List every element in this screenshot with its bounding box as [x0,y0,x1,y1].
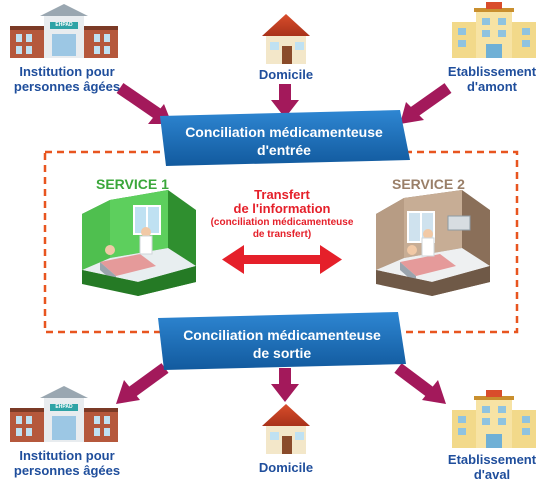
ehpad-building-bottom-illustration [10,386,118,442]
transfer-sub-line2: de transfert) [252,229,312,240]
upstream-building-illustration [452,2,536,58]
ehpad-sign-top: EHPAD [55,22,73,28]
arrow-exit-to-ehpad [116,363,169,404]
entry-banner-line1: Conciliation médicamenteuse [185,124,383,140]
arrow-exit-to-downstream [394,363,446,404]
house-top-illustration [262,14,310,64]
upstream-label: Etablissement d'amont [447,64,537,94]
home-bottom-label: Domicile [258,460,314,475]
ehpad-sign-bottom: EHPAD [55,404,73,410]
ehpad-top-label: Institution pour personnes âgées [13,64,121,94]
exit-banner-line2: de sortie [252,345,312,361]
service1-label: SERVICE 1 [96,176,169,192]
ehpad-building-top-illustration [10,4,118,58]
transfer-line2: de l'information [233,201,331,216]
service2-room-illustration [376,190,490,296]
exit-banner-line1: Conciliation médicamenteuse [183,327,381,343]
exit-banner-shape [158,312,406,370]
downstream-building-illustration [452,390,536,448]
ehpad-bottom-label: Institution pour personnes âgées [13,448,121,478]
arrow-home-to-entry [271,84,299,118]
home-top-label: Domicile [258,67,314,82]
service1-room-illustration [82,190,196,296]
arrow-exit-to-home [271,368,299,402]
service2-label: SERVICE 2 [392,176,465,192]
entry-banner-line2: d'entrée [257,142,311,158]
arrow-upstream-to-entry [400,83,452,124]
transfer-arrow [222,245,342,274]
house-bottom-illustration [262,404,310,454]
downstream-label: Etablissement d'aval [447,452,537,482]
transfer-sub-line1: (conciliation médicamenteuse [210,217,354,228]
transfer-line1: Transfert [254,187,310,202]
entry-banner-shape [160,110,410,166]
